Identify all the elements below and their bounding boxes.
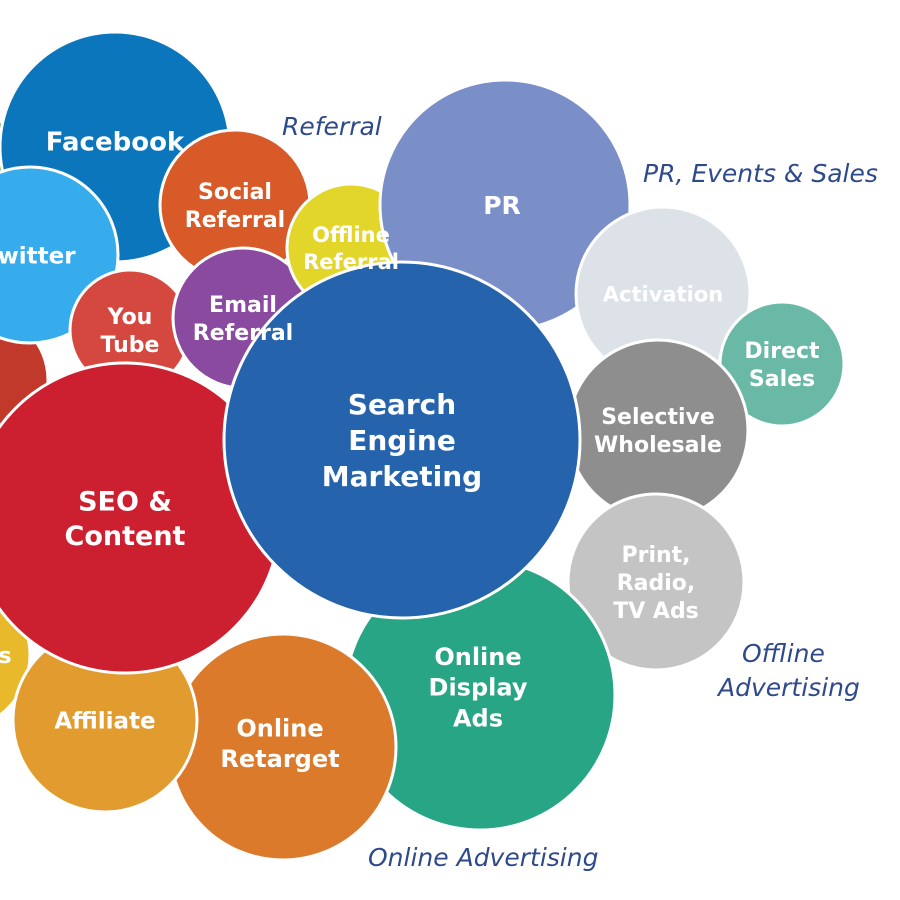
group-labels-layer: Referral PR, Events & Sales Offline Adve… <box>282 112 878 872</box>
bubble-label-print-radio-tv: TV Ads <box>613 599 699 624</box>
bubble-label-offline-referral: Referral <box>303 250 399 274</box>
bubble-label-online-display-ads: Online <box>434 643 521 671</box>
bubble-label-online-display-ads: Ads <box>453 704 503 732</box>
bubble-label-direct-sales: Direct <box>744 339 820 364</box>
bubble-print-radio-tv <box>566 492 746 672</box>
bubble-label-print-radio-tv: Print, <box>621 543 690 568</box>
group-label-pr-events-sales: PR, Events & Sales <box>643 159 878 188</box>
bubble-label-print-radio-tv: Radio, <box>617 571 696 596</box>
bubble-label-youtube: Tube <box>101 333 160 358</box>
bubble-label-email-referral: Referral <box>193 321 293 346</box>
bubble-label-search-engine-marketing: Marketing <box>322 460 482 493</box>
bubble-label-selective-wholesale: Wholesale <box>594 433 722 458</box>
group-label-online-advertising: Online Advertising <box>368 843 598 872</box>
bubble-label-yellow-partial: s <box>0 644 12 669</box>
bubble-label-social-referral: Referral <box>185 208 285 233</box>
bubble-label-search-engine-marketing: Search <box>348 388 456 421</box>
bubble-labels-layer: stsFacebookTwitterYouTubeSocialReferralE… <box>0 127 820 773</box>
bubble-label-online-retarget: Online <box>236 714 323 742</box>
bubble-label-offline-referral: Offline <box>312 223 390 247</box>
bubble-label-direct-sales: Sales <box>749 367 815 392</box>
bubble-label-email-referral: Email <box>209 293 277 318</box>
bubble-label-activation: Activation <box>603 283 723 307</box>
bubble-label-facebook: Facebook <box>46 127 185 157</box>
bubble-label-search-engine-marketing: Engine <box>348 424 456 457</box>
bubble-label-seo-content: Content <box>65 521 186 552</box>
bubble-label-youtube: You <box>107 305 153 330</box>
bubble-label-online-retarget: Retarget <box>220 745 339 773</box>
bubbles-layer <box>0 30 846 862</box>
bubble-label-affiliate: Affiliate <box>54 708 155 734</box>
group-label-referral: Referral <box>282 112 382 141</box>
bubble-label-twitter: Twitter <box>0 243 76 269</box>
bubble-label-pr: PR <box>483 191 521 220</box>
bubble-label-seo-content: SEO & <box>78 486 172 517</box>
group-label-offline-advertising-line2: Advertising <box>716 673 860 702</box>
bubble-search-engine-marketing <box>222 260 582 620</box>
bubble-label-selective-wholesale: Selective <box>601 405 715 430</box>
group-label-offline-advertising-line1: Offline <box>742 639 825 668</box>
bubble-label-social-referral: Social <box>198 180 272 205</box>
bubble-label-online-display-ads: Display <box>429 674 528 702</box>
